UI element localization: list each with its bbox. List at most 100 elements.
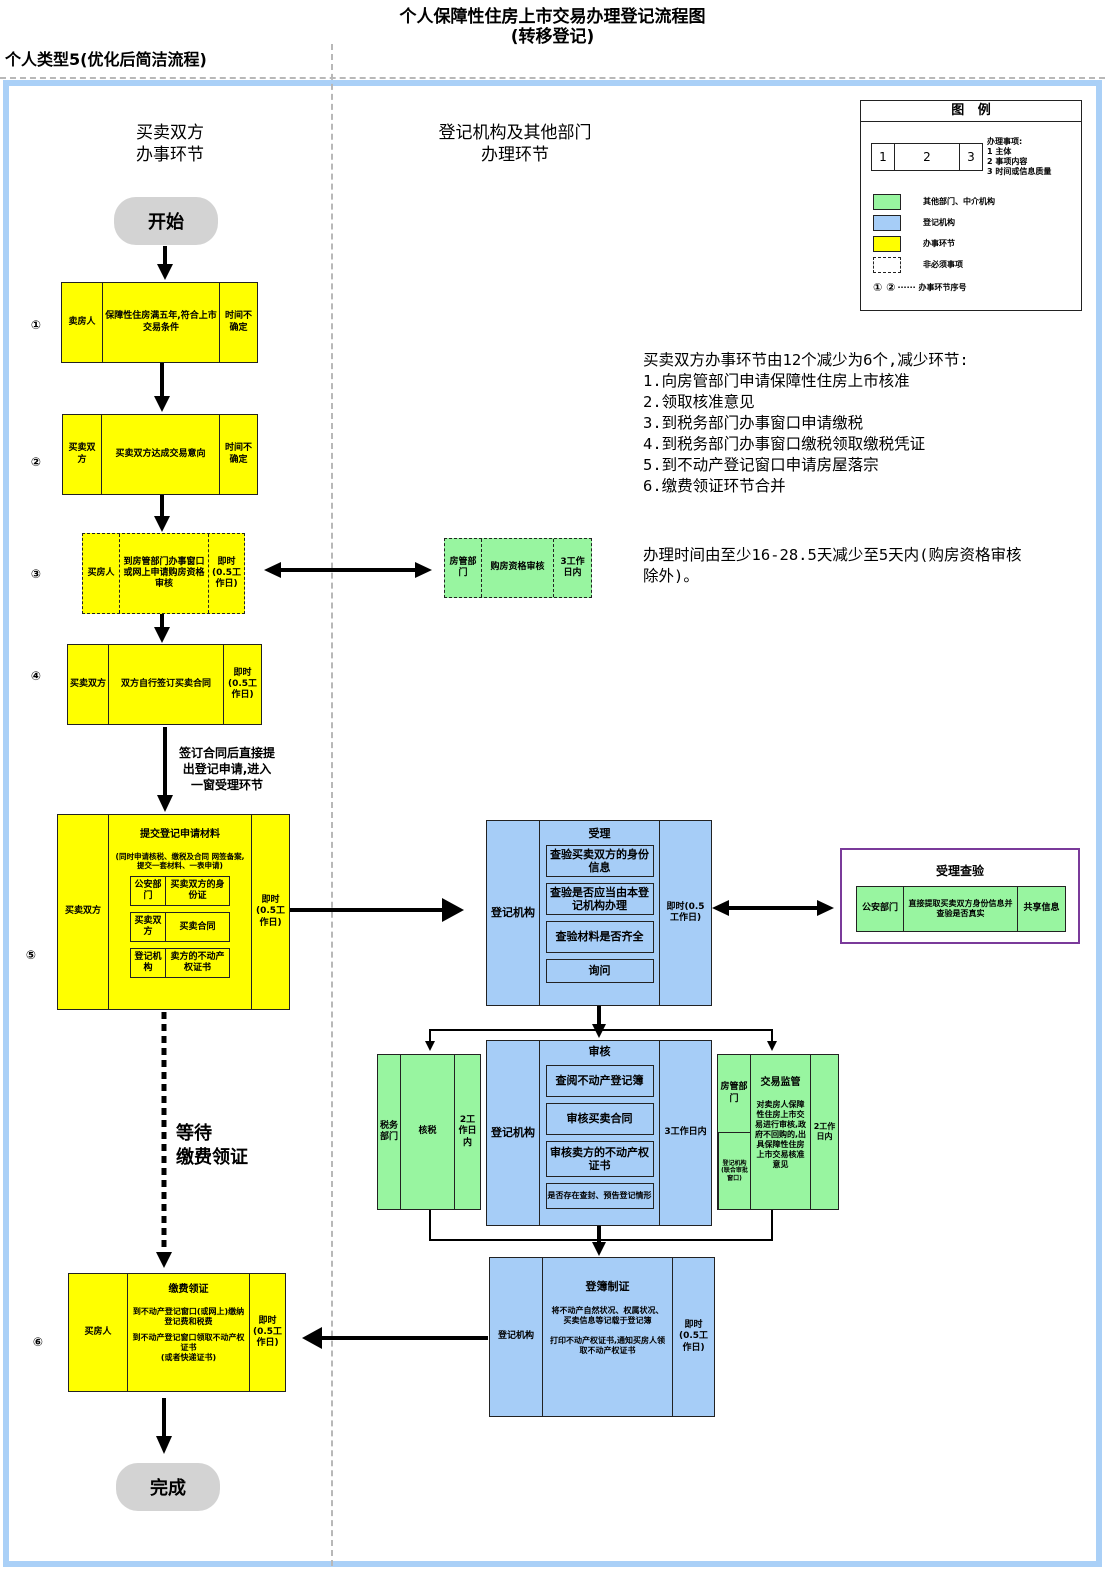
material-item: 卖方的不动产权证书 — [165, 949, 229, 978]
legend-sample-cell: 3 — [959, 144, 982, 170]
arrow-s5-to-accept-head — [442, 898, 464, 922]
material-item: 买卖合同 — [165, 913, 229, 942]
page-title: 个人保障性住房上市交易办理登记流程图 — [399, 7, 706, 27]
arrow-s6-to-end-head — [156, 1436, 172, 1454]
review-actor: 登记机构 — [491, 1126, 535, 1140]
housing-qualification-content: 购房资格审核 — [481, 539, 553, 597]
arrow-accept-verify-head-right — [817, 900, 834, 916]
review-title: 审核 — [588, 1045, 611, 1058]
registration-text: 将不动产自然状况、权属状况、买卖信息等记载于登记簿 — [551, 1305, 664, 1325]
supervision-time: 2工作日内 — [810, 1055, 838, 1209]
left-lane-title-line: 办事环节 — [136, 145, 204, 166]
supervision-body: 对卖房人保障性住房上市交易进行审核,政府不回购的,出具保障性住房上市交易核准意见 — [754, 1099, 807, 1169]
legend-text: 办理事项: — [987, 137, 1023, 146]
notes-item: 1.向房管部门申请保障性住房上市核准 — [643, 372, 910, 390]
step5-time: 即时(0.5工作日) — [251, 815, 289, 1009]
step2-actor: 买卖双方 — [68, 443, 96, 465]
wait-label: 等待 缴费领证 — [176, 1122, 248, 1170]
step5-content: 提交登记申请材料 (同时申请核税、缴税及合同 网签备案,提交一套材料、一表申请)… — [108, 815, 251, 1009]
arrow-s3-green-head-left — [264, 562, 281, 578]
step2-time: 时间不确定 — [219, 415, 257, 494]
legend-entry-blue: 登记机构 — [873, 212, 995, 233]
branch-head-left — [425, 1041, 435, 1051]
supervision-box: 房管部门 登记机构(联合审批窗口) 交易监管 对卖房人保障性住房上市交易进行审核… — [717, 1054, 839, 1210]
arrow-accept-verify-head-left — [712, 900, 729, 916]
notes-intro: 买卖双方办事环节由12个减少为6个,减少环节: — [643, 351, 969, 369]
step6-text: 到不动产登记窗口领取不动产权证书 — [132, 1332, 245, 1352]
page-subtitle: (转移登记) — [510, 27, 595, 47]
start-node: 开始 — [114, 197, 218, 245]
review-content: 审核 查阅不动产登记簿 审核买卖合同 审核卖方的不动产权证书 是否存在查封、预告… — [539, 1041, 659, 1225]
verification-content: 直接提取买卖双方身份信息并查验是否真实 — [903, 887, 1017, 931]
step5-title: 提交登记申请材料 — [140, 829, 220, 840]
registration-box: 登记机构 登簿制证 将不动产自然状况、权属状况、买卖信息等记载于登记簿 打印不动… — [489, 1257, 715, 1417]
tax-box: 税务部门 核税 2工作日内 — [377, 1054, 481, 1210]
step1-time: 时间不确定 — [219, 283, 257, 362]
step5-box: 买卖双方 提交登记申请材料 (同时申请核税、缴税及合同 网签备案,提交一套材料、… — [57, 814, 290, 1010]
material-item: 买卖双方的身份证 — [165, 877, 229, 906]
time-note: 办理时间由至少16-28.5天减少至5天内(购房资格审核 除外)。 — [643, 545, 1083, 587]
acceptance-item: 查验材料是否齐全 — [545, 920, 654, 953]
legend-entry-seq: ① ②······ 办事环节序号 — [873, 275, 995, 299]
legend-text: ······ 办事环节序号 — [897, 282, 967, 292]
step1-box: 卖房人 保障性住房满五年,符合上市交易条件 时间不确定 — [61, 282, 258, 363]
notes-item: 3.到税务部门办事窗口申请缴税 — [643, 414, 864, 432]
notes-item: 6.缴费领证环节合并 — [643, 477, 786, 495]
review-box: 登记机构 审核 查阅不动产登记簿 审核买卖合同 审核卖方的不动产权证书 是否存在… — [486, 1040, 712, 1226]
arrow-label-line: 一窗受理环节 — [190, 778, 263, 792]
step1-actor: 卖房人 — [68, 316, 96, 327]
step5-subtitle: (同时申请核税、缴税及合同 网签备案,提交一套材料、一表申请) — [115, 851, 245, 870]
step6-box: 买房人 缴费领证 到不动产登记窗口(或网上)缴纳登记费和税费 到不动产登记窗口领… — [68, 1273, 286, 1392]
step-number: ⑤ — [25, 948, 37, 962]
right-lane-title-line: 办理环节 — [481, 145, 549, 166]
step3-content: 到房管部门办事窗口或网上申请购房资格审核 — [119, 534, 208, 613]
step-number: ① — [30, 318, 42, 332]
legend-sample-box: 1 2 3 — [871, 143, 983, 171]
step6-text: 到不动产登记窗口(或网上)缴纳登记费和税费 — [132, 1306, 245, 1326]
blue-swatch — [873, 214, 901, 231]
wait-label-line: 缴费领证 — [176, 1147, 248, 1168]
material-source: 公安部门 — [134, 880, 162, 902]
verification-source: 公安部门 — [861, 903, 898, 914]
step4-content: 双方自行签订买卖合同 — [108, 645, 223, 724]
step6-title: 缴费领证 — [168, 1284, 209, 1295]
acceptance-box: 登记机构 受理 查验买卖双方的身份信息 查验是否应当由本登记机构办理 查验材料是… — [486, 820, 712, 1006]
step5-material-row: 登记机构 卖方的不动产权证书 — [130, 948, 230, 979]
arrow-s2-to-s3-head — [154, 516, 170, 532]
end-node: 完成 — [116, 1463, 220, 1511]
step4-box: 买卖双方 双方自行签订买卖合同 即时(0.5工作日) — [67, 644, 262, 725]
legend-sample-cell: 1 — [872, 144, 895, 170]
step6-time: 即时(0.5工作日) — [249, 1274, 285, 1391]
step2-content: 买卖双方达成交易意向 — [101, 415, 219, 494]
registration-content: 登簿制证 将不动产自然状况、权属状况、买卖信息等记载于登记簿 打印不动产权证书,… — [542, 1258, 672, 1416]
verification-box: 公安部门 直接提取买卖双方身份信息并查验是否真实 共享信息 — [856, 886, 1066, 932]
supervision-title: 交易监管 — [760, 1077, 801, 1088]
legend-entry-dashed: 非必须事项 — [873, 254, 995, 275]
step5-material-row: 公安部门 买卖双方的身份证 — [130, 876, 230, 907]
step3-box: 买房人 到房管部门办事窗口或网上申请购房资格审核 即时(0.5工作日) — [82, 533, 245, 614]
supervision-dept-col: 房管部门 登记机构(联合审批窗口) — [718, 1055, 750, 1209]
tax-time: 2工作日内 — [454, 1055, 480, 1209]
supervision-registry: 登记机构(联合审批窗口) — [718, 1133, 750, 1209]
legend-entry-green: 其他部门、中介机构 — [873, 191, 995, 212]
review-item: 查阅不动产登记簿 — [545, 1064, 654, 1097]
process-type-label: 个人类型5(优化后简洁流程) — [5, 50, 207, 69]
contract-arrow-label: 签订合同后直接提 出登记申请,进入 一窗受理环节 — [172, 745, 282, 793]
green-swatch — [873, 193, 901, 210]
review-time: 3工作日内 — [659, 1041, 711, 1225]
legend-text: 3 时间或信息质量 — [987, 167, 1052, 176]
registration-actor: 登记机构 — [497, 1331, 534, 1342]
registration-time: 即时(0.5工作日) — [672, 1258, 714, 1416]
registration-text: 打印不动产权证书,通知买房人领取不动产权证书 — [549, 1335, 666, 1355]
legend-text: 1 主体 — [987, 147, 1012, 156]
yellow-swatch — [873, 235, 901, 252]
arrow-label-line: 签订合同后直接提 — [178, 746, 275, 760]
acceptance-item: 查验是否应当由本登记机构办理 — [545, 882, 654, 915]
step3-time: 即时(0.5工作日) — [208, 534, 244, 613]
notes-item: 2.领取核准意见 — [643, 393, 755, 411]
legend-entries: 其他部门、中介机构 登记机构 办事环节 非必须事项 ① ②······ 办事环节… — [873, 191, 995, 299]
step4-time: 即时(0.5工作日) — [223, 645, 261, 724]
material-source: 买卖双方 — [134, 916, 162, 938]
step4-actor: 买卖双方 — [70, 678, 107, 689]
